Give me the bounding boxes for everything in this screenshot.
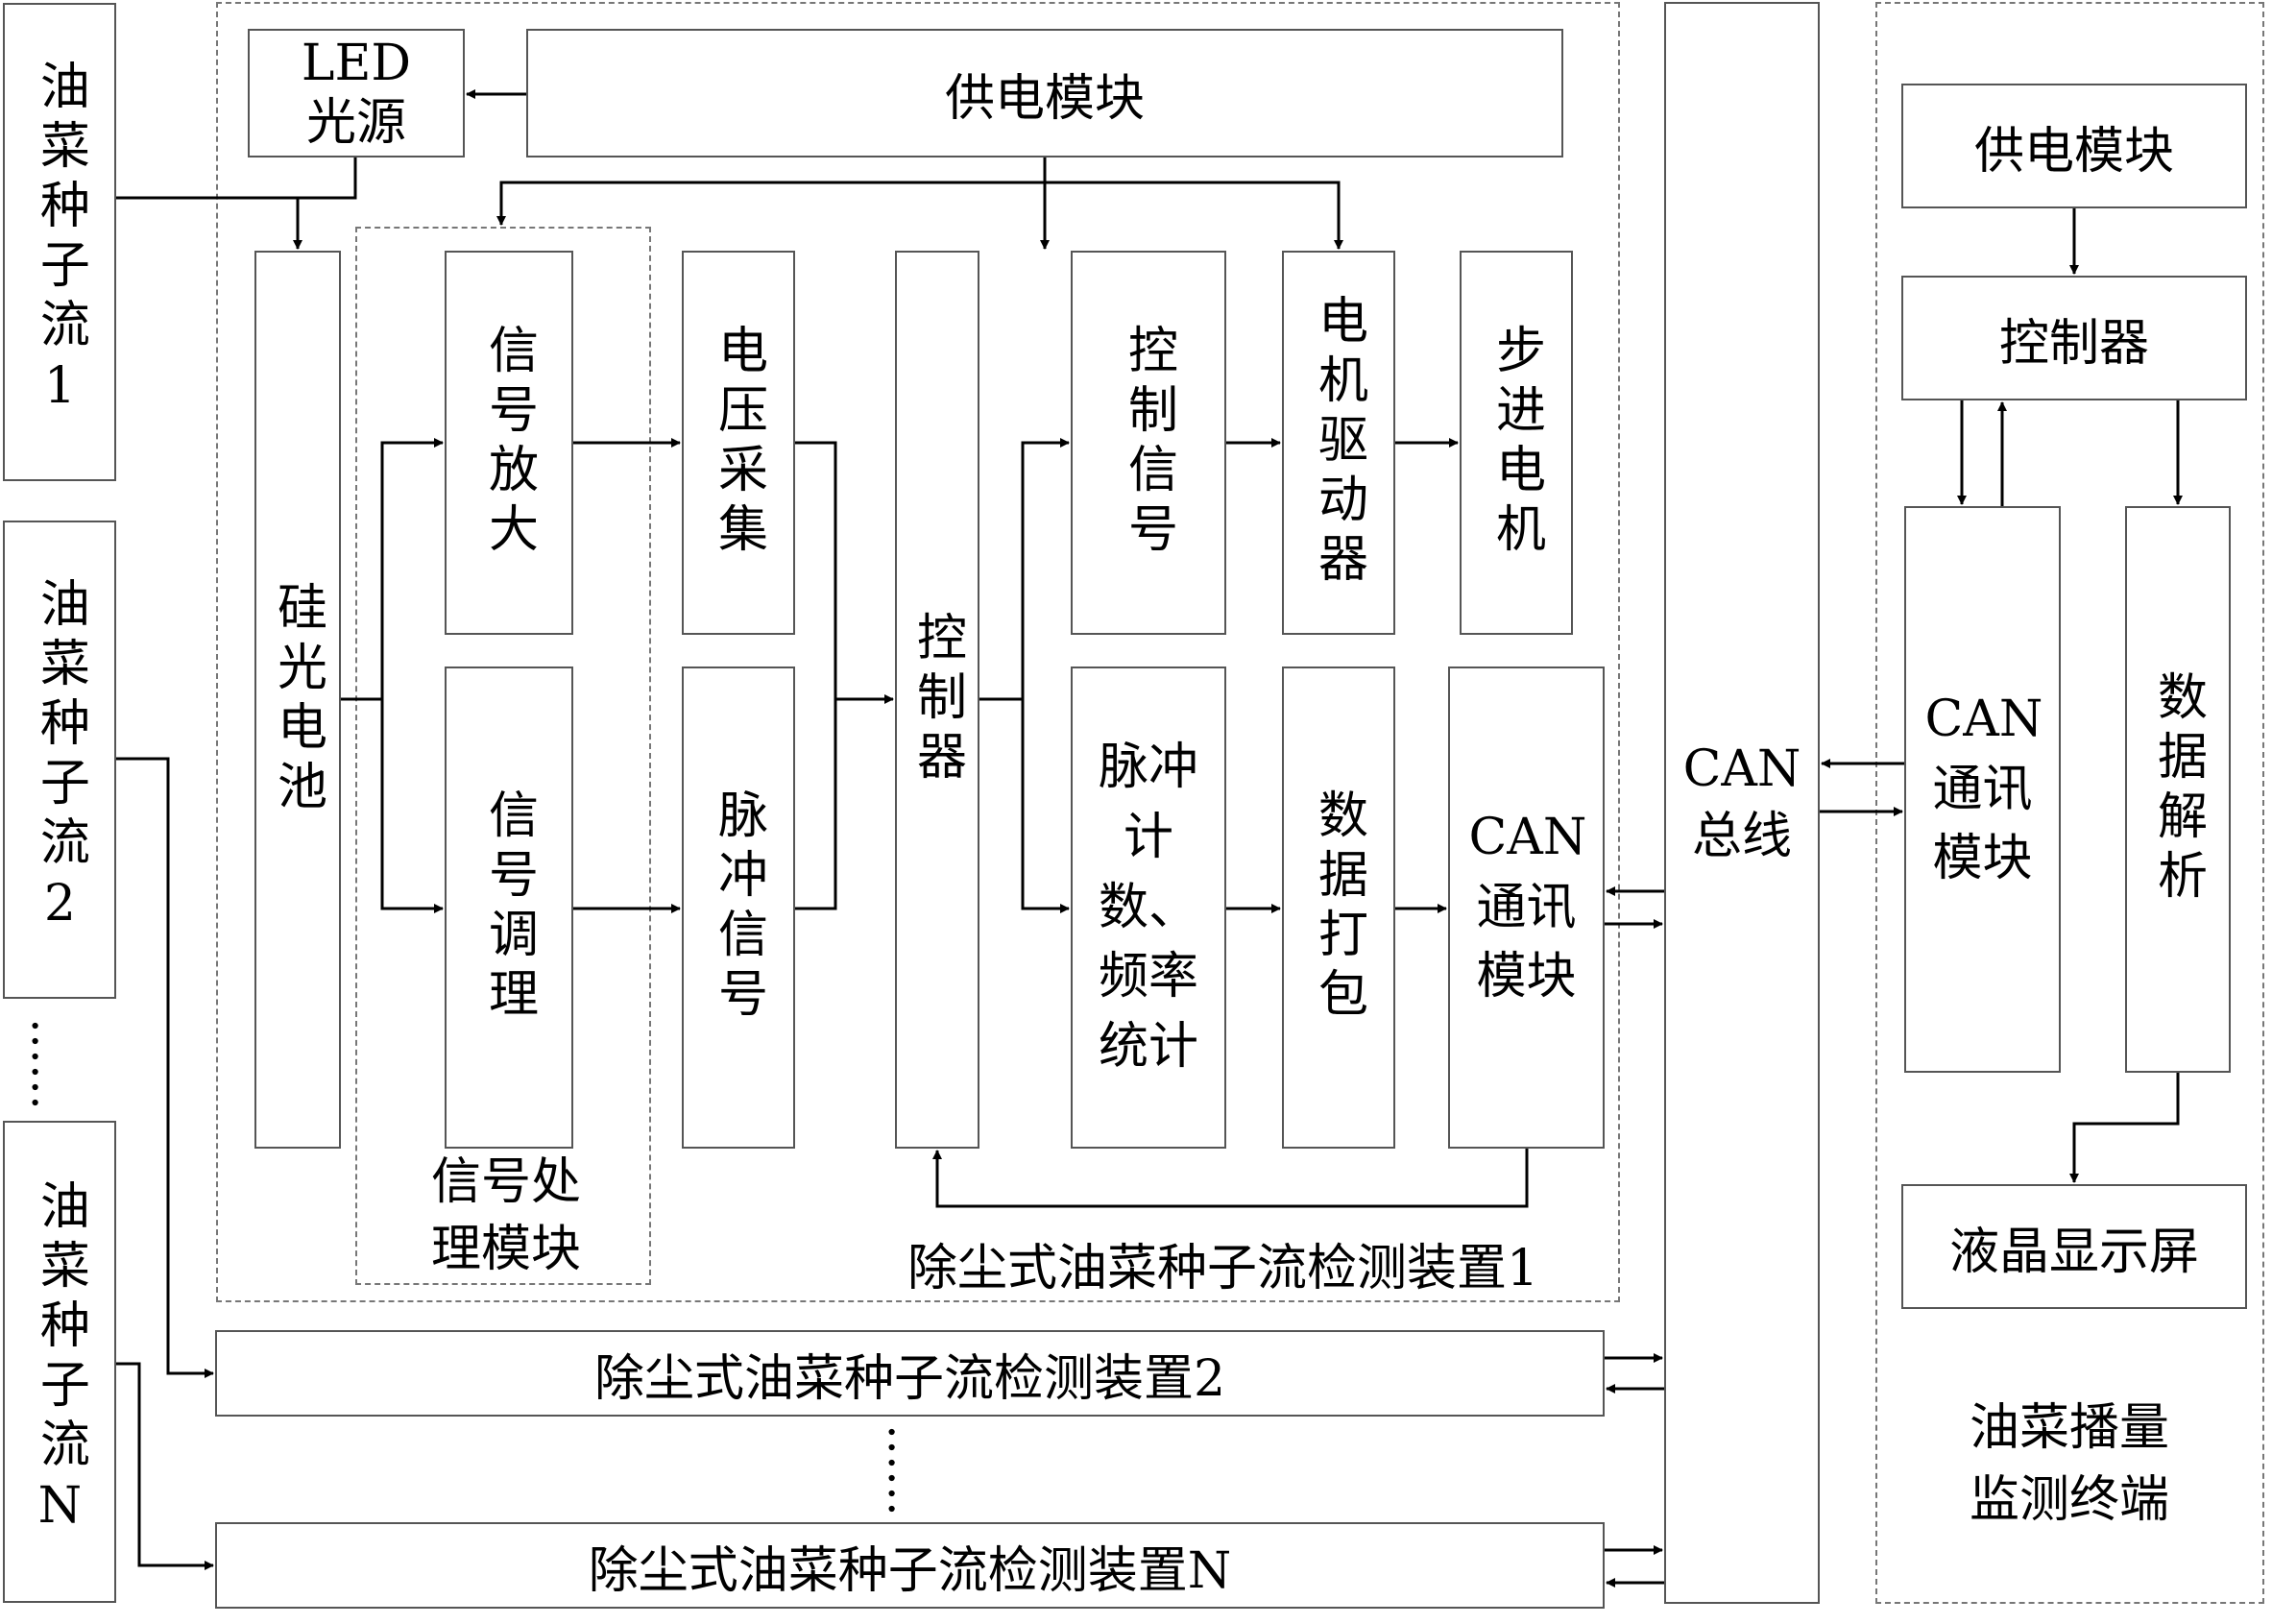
ellipsis-devices: …… bbox=[878, 1424, 931, 1516]
power-module-device: 供电模块 bbox=[526, 29, 1563, 158]
control-signal: 控制信号 bbox=[1071, 251, 1226, 635]
pulse-signal: 脉冲信号 bbox=[682, 667, 795, 1149]
device-2: 除尘式油菜种子流检测装置2 bbox=[215, 1330, 1605, 1417]
stepper-motor: 步进电机 bbox=[1460, 251, 1573, 635]
device1-label: 除尘式油菜种子流检测装置1 bbox=[907, 1240, 1539, 1297]
signal-processing-label: 信号处理模块 bbox=[430, 1153, 581, 1279]
can-module-terminal: CAN通讯模块 bbox=[1904, 506, 2061, 1073]
device-n: 除尘式油菜种子流检测装置N bbox=[215, 1522, 1605, 1609]
silicon-photocell: 硅光电池 bbox=[254, 251, 341, 1149]
can-module-device: CAN通讯模块 bbox=[1448, 667, 1605, 1149]
can-bus: CAN总线 bbox=[1664, 2, 1820, 1604]
signal-amplify: 信号放大 bbox=[445, 251, 573, 635]
controller-terminal: 控制器 bbox=[1901, 276, 2247, 400]
device1-group bbox=[216, 2, 1620, 1302]
terminal-group bbox=[1875, 2, 2264, 1604]
signal-conditioning: 信号调理 bbox=[445, 667, 573, 1149]
pulse-count-frequency: 脉冲计数、频率统计 bbox=[1071, 667, 1226, 1149]
terminal-label: 油菜播量监测终端 bbox=[1969, 1399, 2169, 1530]
seed-flow-2: 油菜种子流2 bbox=[3, 521, 116, 999]
ellipsis-sources: …… bbox=[21, 1018, 75, 1110]
lcd-display: 液晶显示屏 bbox=[1901, 1184, 2247, 1309]
signal-processing-group bbox=[355, 227, 651, 1285]
seed-flow-n: 油菜种子流N bbox=[3, 1121, 116, 1603]
motor-driver: 电机驱动器 bbox=[1282, 251, 1395, 635]
controller-device: 控制器 bbox=[895, 251, 979, 1149]
data-packing: 数据打包 bbox=[1282, 667, 1395, 1149]
seed-flow-1: 油菜种子流1 bbox=[3, 3, 116, 481]
power-module-terminal: 供电模块 bbox=[1901, 84, 2247, 208]
led-light-source: LED光源 bbox=[248, 29, 465, 158]
data-analysis: 数据解析 bbox=[2125, 506, 2231, 1073]
voltage-acquisition: 电压采集 bbox=[682, 251, 795, 635]
